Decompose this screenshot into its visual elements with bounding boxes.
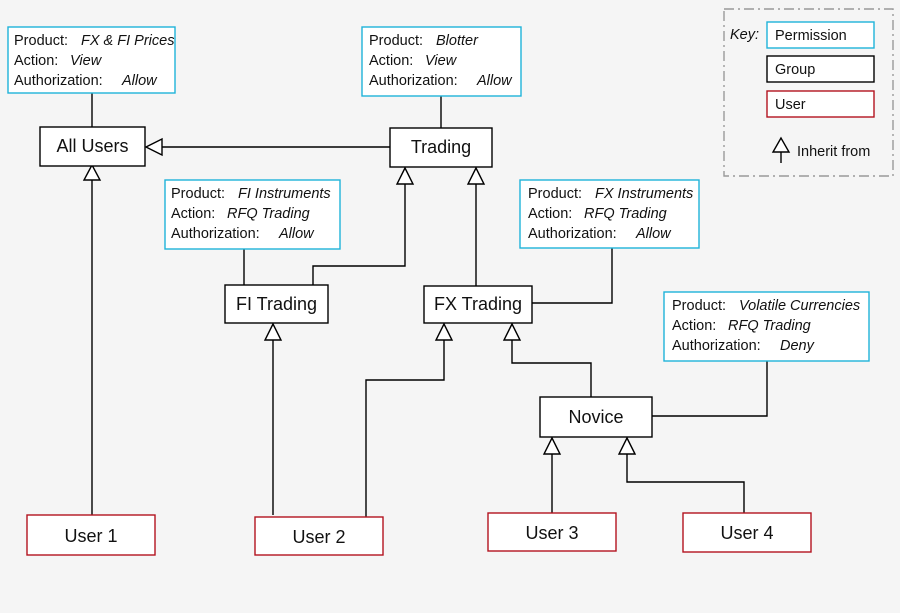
legend-title: Key: [730,27,759,43]
legend-group-label: Group [775,62,815,78]
connector-perm-novice [652,361,768,417]
group-box-novice: Novice [539,396,653,438]
perm-label-authorization: Authorization: [14,73,103,89]
group-label: FX Trading [434,294,522,314]
user-box-user2: User 2 [254,516,384,556]
user-box-user1: User 1 [26,514,156,556]
connectors [91,93,768,517]
group-label: Novice [568,407,623,427]
permission-box-fi-trading: Product: FI Instruments Action: RFQ Trad… [164,179,341,250]
inherit-user4-to-novice [626,454,745,513]
perm-value-product: Volatile Currencies [739,298,860,314]
inherit-novice-to-fx-trading [511,340,592,397]
legend-inherit-label: Inherit from [797,144,870,160]
perm-label-product: Product: [14,33,68,49]
arrowhead-icon [82,163,102,181]
legend-user-swatch [766,90,875,118]
perm-value-action: RFQ Trading [584,206,667,222]
perm-value-action: RFQ Trading [728,318,811,334]
perm-value-product: FX Instruments [595,186,693,202]
perm-label-action: Action: [14,53,58,69]
arrowhead-icon [466,166,486,185]
group-label: FI Trading [236,294,317,314]
arrowhead-icon [542,436,562,455]
user-label: User 1 [64,526,117,546]
legend-permission-swatch [766,21,875,49]
perm-value-action: RFQ Trading [227,206,310,222]
user-box-user3: User 3 [487,512,617,552]
group-box-trading: Trading [389,127,493,168]
perm-label-product: Product: [672,298,726,314]
user-label: User 4 [720,523,773,543]
perm-value-authorization: Allow [476,73,513,89]
perm-value-authorization: Deny [780,338,815,354]
perm-label-action: Action: [171,206,215,222]
inherit-fi-trading-to-trading [312,184,406,285]
perm-label-authorization: Authorization: [171,226,260,242]
permission-box-all-users: Product: FX & FI Prices Action: View Aut… [7,26,176,94]
group-box-fi-trading: FI Trading [224,284,329,324]
user-box-user4: User 4 [682,512,812,553]
group-label: All Users [56,136,128,156]
perm-value-product: Blotter [436,33,479,49]
user-label: User 2 [292,527,345,547]
perm-value-authorization: Allow [278,226,315,242]
arrowhead-icon [502,322,522,341]
permission-box-trading: Product: Blotter Action: View Authorizat… [361,26,522,97]
group-label: Trading [411,137,471,157]
perm-value-authorization: Allow [635,226,672,242]
perm-label-action: Action: [528,206,572,222]
permission-box-fx-trading: Product: FX Instruments Action: RFQ Trad… [519,179,700,249]
arrowhead-icon [617,436,637,455]
perm-value-action: View [70,53,103,69]
arrowheads [82,137,637,455]
perm-label-authorization: Authorization: [369,73,458,89]
perm-value-product: FX & FI Prices [81,33,174,49]
perm-label-action: Action: [672,318,716,334]
arrowhead-icon [144,137,163,157]
perm-label-product: Product: [369,33,423,49]
perm-label-authorization: Authorization: [672,338,761,354]
legend: Key: Permission Group User Inherit from [723,8,894,177]
perm-value-product: FI Instruments [238,186,331,202]
group-box-all-users: All Users [39,126,146,167]
inherit-user2-to-fx-trading [365,340,445,517]
group-box-fx-trading: FX Trading [423,285,533,324]
legend-user-label: User [775,97,806,113]
user-label: User 3 [525,523,578,543]
perm-value-authorization: Allow [121,73,158,89]
perm-label-authorization: Authorization: [528,226,617,242]
perm-label-product: Product: [171,186,225,202]
legend-permission-label: Permission [775,28,847,44]
arrowhead-icon [395,166,415,185]
perm-value-action: View [425,53,458,69]
perm-label-product: Product: [528,186,582,202]
arrowhead-icon [434,322,454,341]
connector-perm-fx-trading [532,248,613,304]
perm-label-action: Action: [369,53,413,69]
legend-group-swatch [766,55,875,83]
arrowhead-icon [263,322,283,341]
permission-box-novice: Product: Volatile Currencies Action: RFQ… [663,291,870,362]
